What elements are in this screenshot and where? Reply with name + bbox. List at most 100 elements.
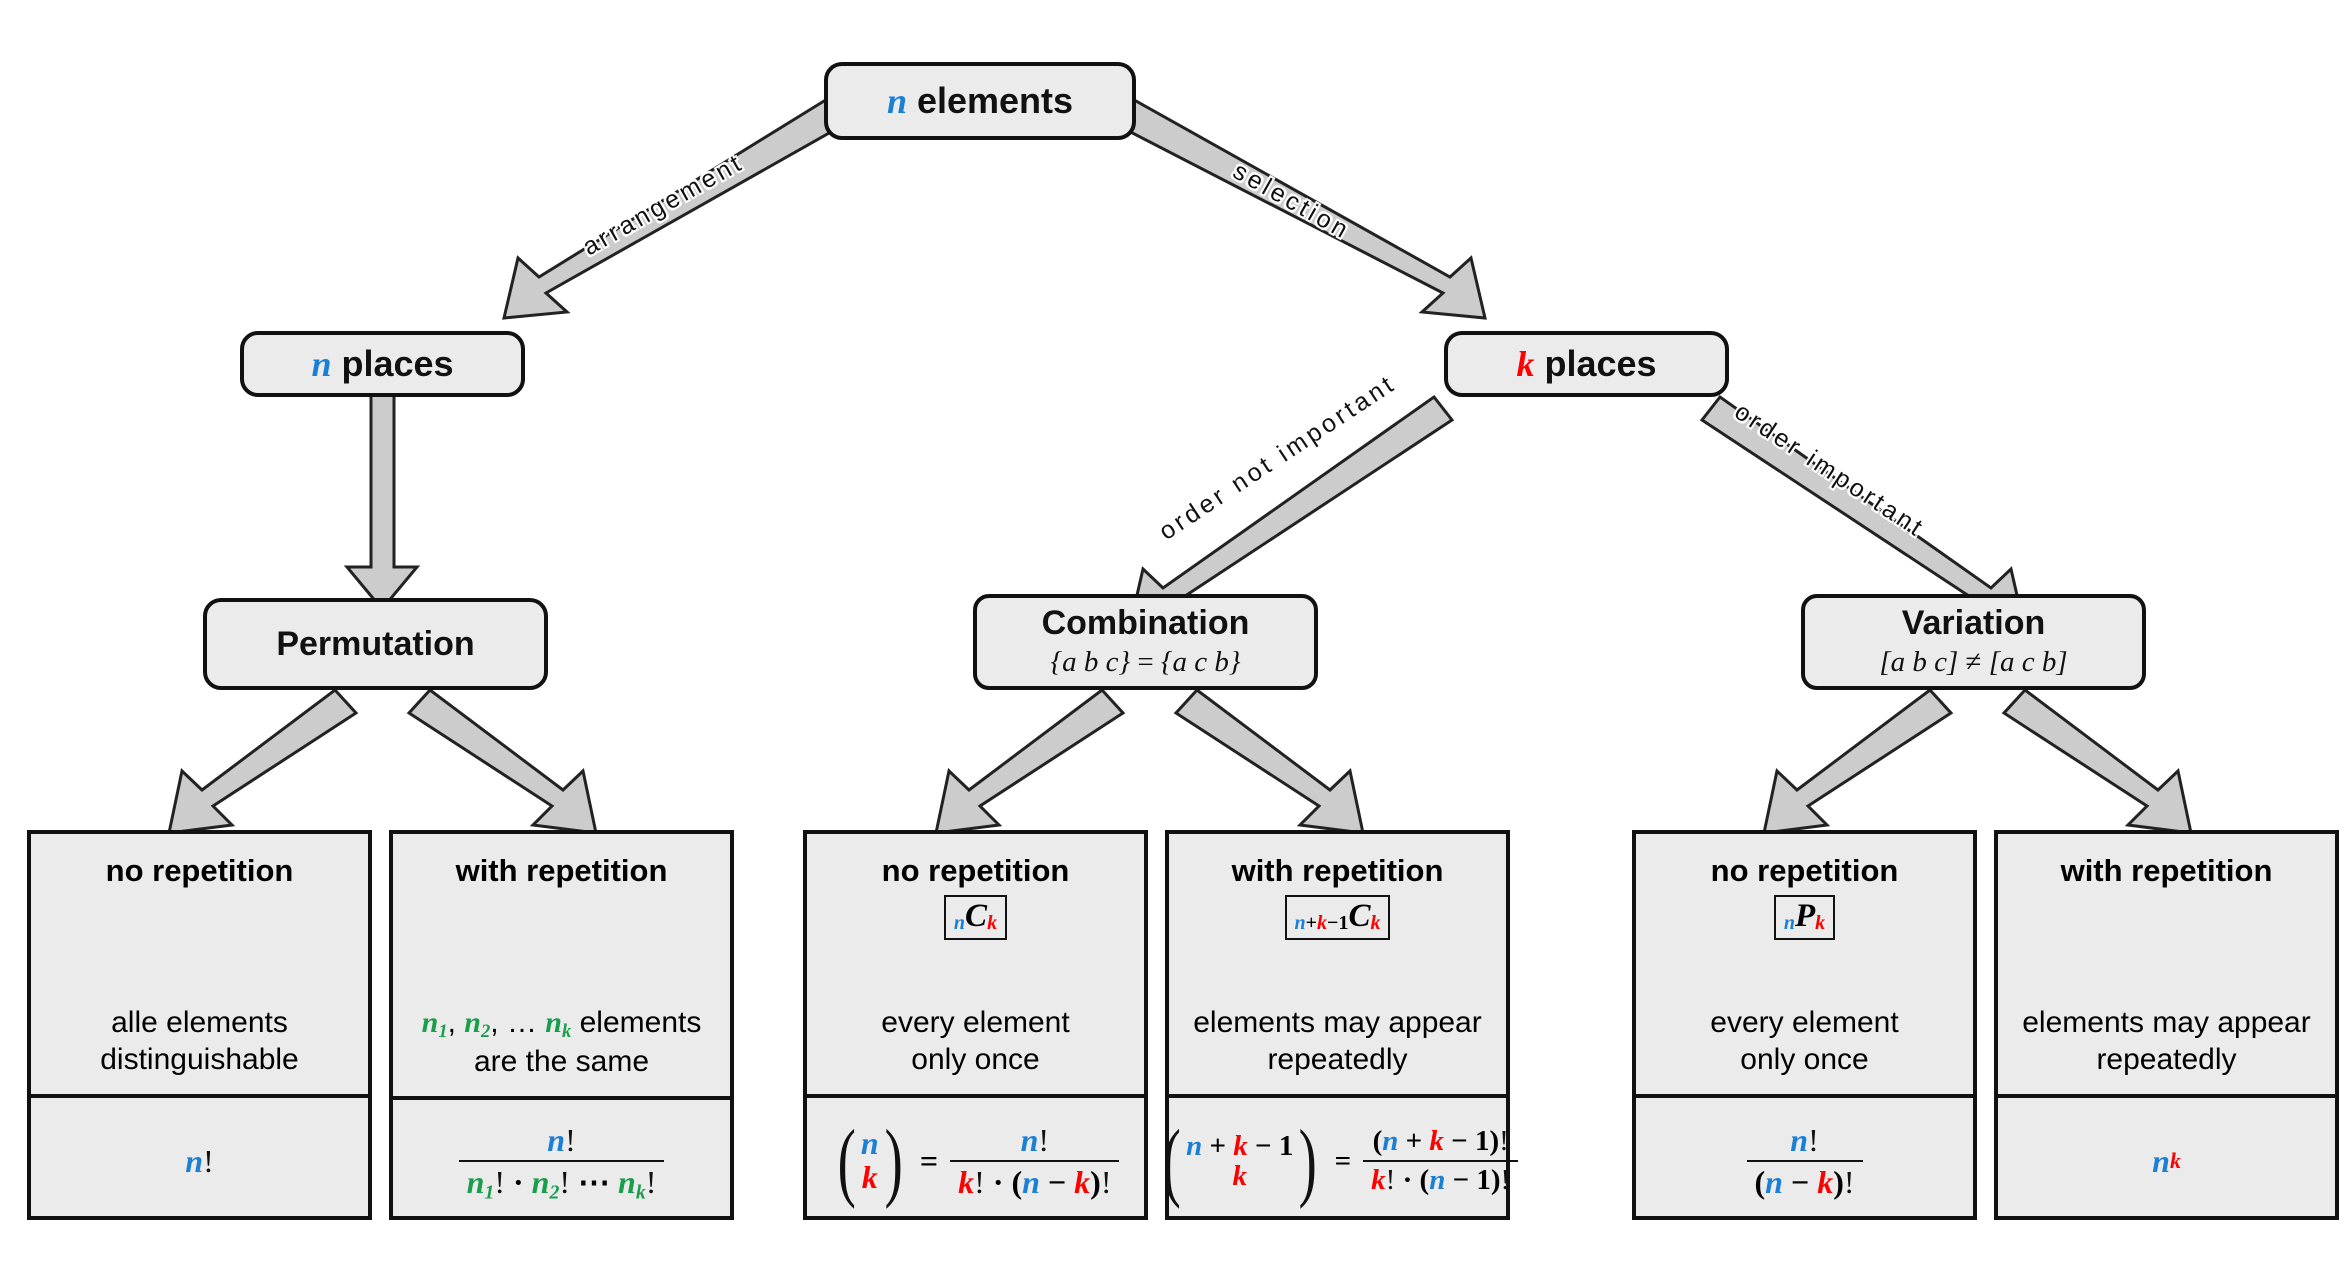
binomial-coefficient: ( n k ) bbox=[837, 1112, 903, 1210]
node-permutation[interactable]: Permutation bbox=[203, 598, 548, 690]
fraction: (n + k − 1)! k! · (n − 1)! bbox=[1363, 1124, 1519, 1197]
desc-line-2: repeatedly bbox=[1267, 1043, 1408, 1077]
node-permutation-title: Permutation bbox=[276, 624, 475, 663]
arrow-selection bbox=[1112, 99, 1487, 320]
leaf-head: no repetition bbox=[1710, 853, 1899, 888]
leaf-divider bbox=[1998, 1094, 2335, 1099]
desc-line-2: distinguishable bbox=[100, 1043, 299, 1077]
desc-line-2: only once bbox=[911, 1043, 1040, 1077]
var-n: n bbox=[311, 343, 332, 384]
leaf-header-area: with repetition n+k−1Ck bbox=[1169, 834, 1506, 1004]
leaf-divider bbox=[807, 1094, 1144, 1099]
leaf-combination-with-repetition[interactable]: with repetition n+k−1Ck elements may app… bbox=[1162, 830, 1519, 1220]
leaf-formula: ( n + k − 1 k ) = (n + k − 1)! k! · (n −… bbox=[1162, 1098, 1519, 1224]
formula-base-n: n bbox=[2152, 1142, 2170, 1179]
arrow-n-places-to-permutation bbox=[343, 393, 421, 612]
fraction: n! (n − k)! bbox=[1746, 1121, 1863, 1200]
leaf-description: n1, n2, … nk elements are the same bbox=[393, 1004, 730, 1096]
notation-badge-nPk: nPk bbox=[1773, 895, 1836, 941]
desc-line-1: every element bbox=[881, 1006, 1070, 1039]
desc-line-1: elements may appear bbox=[1193, 1006, 1482, 1039]
arrow-variation-with-repetition bbox=[2001, 687, 2193, 835]
formula-var-n: n bbox=[185, 1142, 204, 1179]
desc-line-1: every element bbox=[1710, 1006, 1899, 1039]
fraction-numerator: (n + k − 1)! bbox=[1372, 1124, 1509, 1157]
notation-badge-nCk: nCk bbox=[943, 895, 1008, 941]
formula-exponent-k: k bbox=[2169, 1148, 2181, 1173]
desc-line-2: repeatedly bbox=[2096, 1043, 2237, 1077]
leaf-description: alle elements distinguishable bbox=[31, 1004, 368, 1094]
node-variation[interactable]: Variation [a b c] ≠ [a c b] bbox=[1801, 594, 2146, 690]
var-k: k bbox=[1516, 343, 1535, 384]
node-combination[interactable]: Combination {a b c} = {a c b} bbox=[973, 594, 1318, 690]
leaf-formula: n! n1! · n2! ⋯ nk! bbox=[393, 1100, 730, 1226]
leaf-description: elements may appear repeatedly bbox=[1169, 1004, 1506, 1094]
desc-line-1: n1, n2, … nk elements bbox=[421, 1006, 702, 1043]
leaf-divider bbox=[31, 1094, 368, 1099]
leaf-head: with repetition bbox=[1231, 853, 1444, 888]
node-k-places[interactable]: k places bbox=[1444, 331, 1729, 397]
arrow-combination-no-repetition bbox=[934, 687, 1126, 835]
leaf-head: with repetition bbox=[455, 853, 668, 888]
leaf-permutation-no-repetition[interactable]: no repetition alle elements distinguisha… bbox=[27, 830, 372, 1220]
node-n-elements[interactable]: n elements bbox=[824, 62, 1136, 140]
arrow-arrangement bbox=[502, 99, 848, 320]
desc-line-2: only once bbox=[1740, 1043, 1869, 1077]
desc-line-1: alle elements bbox=[111, 1006, 288, 1039]
fraction-denominator: n1! · n2! ⋯ nk! bbox=[458, 1159, 665, 1204]
node-combination-sub: {a b c} = {a c b} bbox=[1050, 646, 1240, 679]
var-n: n bbox=[886, 80, 907, 121]
notation-badge-n-plus-k-minus-1-C-k: n+k−1Ck bbox=[1284, 895, 1391, 941]
fraction: n! n1! · n2! ⋯ nk! bbox=[458, 1121, 665, 1205]
leaf-head: no repetition bbox=[881, 853, 1070, 888]
fraction-denominator: k! · (n − 1)! bbox=[1363, 1159, 1519, 1197]
node-n-elements-label: n elements bbox=[886, 79, 1074, 121]
leaf-variation-with-repetition[interactable]: with repetition elements may appear repe… bbox=[1994, 830, 2339, 1220]
leaf-combination-no-repetition[interactable]: no repetition nCk every element only onc… bbox=[803, 830, 1148, 1220]
leaf-header-area: no repetition bbox=[31, 834, 368, 1004]
arrow-variation-no-repetition bbox=[1762, 687, 1954, 835]
node-combination-title: Combination bbox=[1041, 603, 1250, 642]
arrow-combination-with-repetition bbox=[1173, 687, 1365, 835]
combination-op: = bbox=[1137, 646, 1154, 679]
fraction-numerator: n! bbox=[1020, 1121, 1050, 1158]
leaf-formula: n! (n − k)! bbox=[1636, 1098, 1973, 1224]
arrow-permutation-with-repetition bbox=[406, 687, 598, 835]
desc-line-1: elements may appear bbox=[2022, 1006, 2311, 1039]
leaf-divider bbox=[393, 1096, 730, 1101]
fraction-numerator: n! bbox=[1790, 1121, 1819, 1158]
leaf-formula: ( n k ) = n! k! · (n − k)! bbox=[807, 1098, 1144, 1224]
formula-factorial: ! bbox=[203, 1142, 214, 1179]
node-n-elements-text: elements bbox=[906, 79, 1074, 121]
node-n-places[interactable]: n places bbox=[240, 331, 525, 397]
node-k-places-text: places bbox=[1534, 342, 1657, 384]
node-variation-sub: [a b c] ≠ [a c b] bbox=[1879, 646, 2067, 679]
node-k-places-label: k places bbox=[1516, 342, 1657, 384]
leaf-description: every element only once bbox=[1636, 1004, 1973, 1094]
node-variation-title: Variation bbox=[1901, 603, 2046, 642]
leaf-variation-no-repetition[interactable]: no repetition nPk every element only onc… bbox=[1632, 830, 1977, 1220]
desc-line-2: are the same bbox=[473, 1045, 650, 1079]
variation-seq-left: [a b c] bbox=[1879, 646, 1959, 679]
leaf-head: with repetition bbox=[2060, 853, 2273, 888]
leaf-permutation-with-repetition[interactable]: with repetition n1, n2, … nk elements ar… bbox=[389, 830, 734, 1220]
leaf-head: no repetition bbox=[105, 853, 294, 888]
combination-set-left: {a b c} bbox=[1050, 646, 1131, 679]
leaf-header-area: no repetition nCk bbox=[807, 834, 1144, 1004]
fraction-numerator: n! bbox=[547, 1121, 576, 1158]
leaf-formula: n! bbox=[31, 1098, 368, 1224]
equals-sign: = bbox=[919, 1142, 939, 1179]
fraction: n! k! · (n − k)! bbox=[950, 1121, 1120, 1200]
leaf-divider bbox=[1169, 1094, 1506, 1099]
leaf-description: elements may appear repeatedly bbox=[1998, 1004, 2335, 1094]
arrow-permutation-no-repetition bbox=[167, 687, 359, 835]
fraction-denominator: (n − k)! bbox=[1746, 1159, 1863, 1200]
leaf-description: every element only once bbox=[807, 1004, 1144, 1094]
leaf-divider bbox=[1636, 1094, 1973, 1099]
leaf-header-area: no repetition nPk bbox=[1636, 834, 1973, 1004]
combination-set-right: {a c b} bbox=[1160, 646, 1241, 679]
equals-sign: = bbox=[1334, 1144, 1352, 1177]
